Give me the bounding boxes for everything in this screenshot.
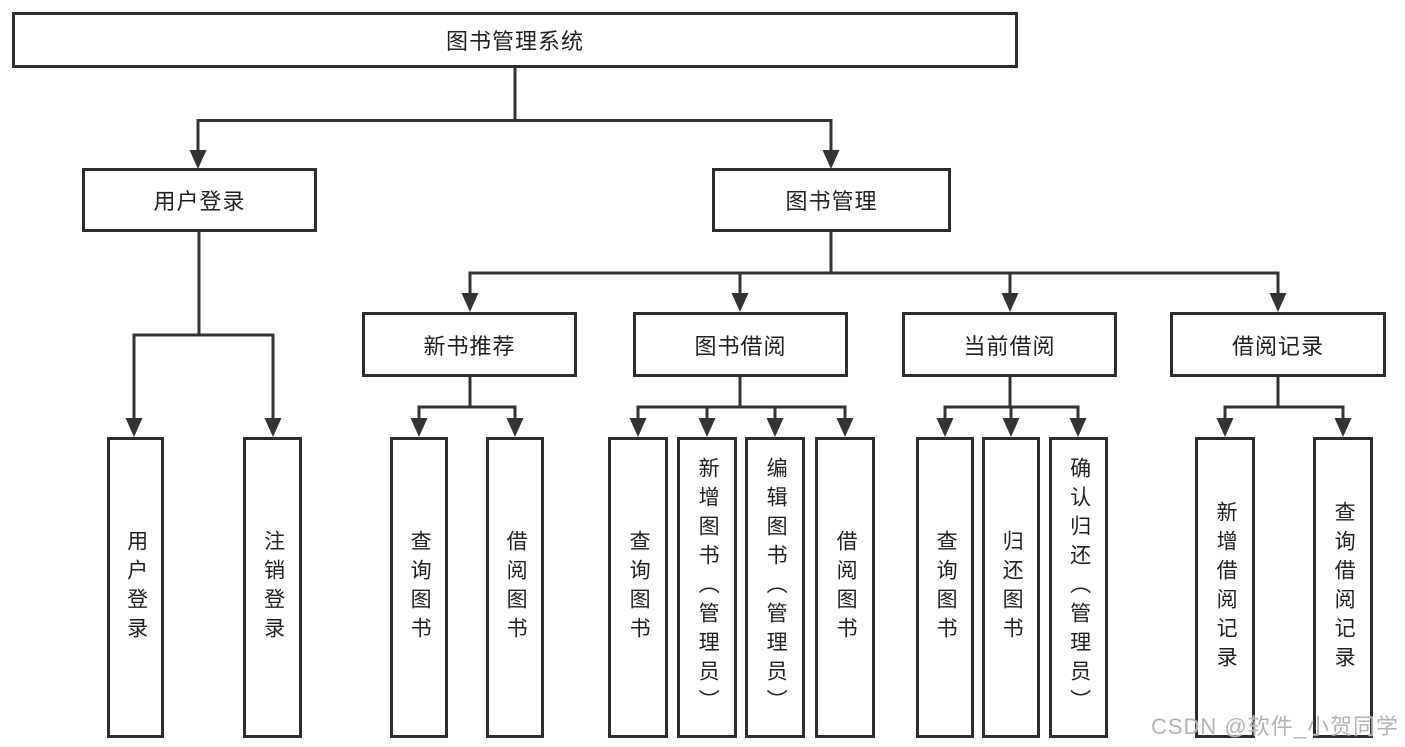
arrowhead	[1216, 418, 1234, 437]
arrowhead	[125, 418, 143, 437]
node-new-book-recommend: 新书推荐	[362, 312, 577, 377]
connector-book-management	[468, 232, 1280, 294]
node-user-login: 用户登录	[82, 168, 317, 232]
leaf-newbook-borrow-books-label: 借阅图书	[504, 529, 528, 646]
arrowhead	[506, 418, 524, 437]
connector-book-borrow	[636, 377, 847, 419]
root-box-library-system: 图书管理系统	[12, 12, 1018, 68]
node-book-management-label: 图书管理	[785, 189, 878, 214]
arrowhead	[836, 418, 854, 437]
leaf-current-query-books-label: 查询图书	[934, 529, 958, 646]
node-book-borrow: 图书借阅	[633, 312, 848, 377]
connector-current-borrow	[943, 377, 1080, 419]
node-book-borrow-label: 图书借阅	[694, 333, 787, 359]
leaf-borrow-query-books: 查询图书	[608, 437, 668, 738]
arrowhead	[731, 293, 749, 312]
leaf-borrow-borrow-books: 借阅图书	[815, 437, 875, 738]
leaf-user-login: 用户登录	[107, 437, 164, 738]
leaf-newbook-query-books: 查询图书	[390, 437, 448, 738]
node-current-borrow: 当前借阅	[902, 312, 1117, 377]
leaf-records-query-record-label: 查询借阅记录	[1332, 500, 1356, 675]
leaf-current-query-books: 查询图书	[916, 437, 974, 738]
connector-lines	[132, 68, 1345, 419]
arrowhead	[822, 150, 840, 169]
csdn-watermark: CSDN @软件_小贺同学	[1150, 714, 1399, 739]
node-book-management: 图书管理	[712, 168, 951, 232]
arrowhead	[189, 150, 207, 169]
connector-user-login	[132, 232, 275, 419]
leaf-current-return-books-label: 归还图书	[1000, 529, 1024, 646]
node-borrow-records-label: 借阅记录	[1231, 333, 1324, 359]
leaf-user-login-label: 用户登录	[124, 529, 148, 646]
leaf-borrow-borrow-books-label: 借阅图书	[834, 529, 858, 646]
arrowhead	[1002, 418, 1020, 437]
leaf-newbook-query-books-label: 查询图书	[408, 529, 432, 646]
arrowhead	[936, 418, 954, 437]
arrowhead	[698, 418, 716, 437]
leaf-newbook-borrow-books: 借阅图书	[486, 437, 544, 738]
leaf-records-add-record-label: 新增借阅记录	[1214, 500, 1238, 675]
leaf-borrow-edit-books-admin-label: 编辑图书（管理员）	[764, 457, 788, 718]
arrowhead	[629, 418, 647, 437]
leaf-borrow-add-books-admin-label: 新增图书（管理员）	[696, 457, 720, 718]
leaf-logout-login: 注销登录	[243, 437, 302, 738]
leaf-current-return-books: 归还图书	[982, 437, 1040, 738]
arrowhead	[1069, 418, 1087, 437]
node-borrow-records: 借阅记录	[1170, 312, 1386, 377]
arrowhead	[1269, 293, 1287, 312]
arrowhead	[264, 418, 282, 437]
root-label: 图书管理系统	[445, 29, 584, 54]
arrowhead	[461, 293, 479, 312]
connector-borrow-records	[1223, 377, 1345, 419]
leaf-records-query-record: 查询借阅记录	[1313, 437, 1373, 738]
leaf-records-add-record: 新增借阅记录	[1195, 437, 1255, 738]
leaf-current-confirm-return-admin-label: 确认归还（管理员）	[1067, 457, 1091, 718]
leaf-logout-login-label: 注销登录	[261, 529, 285, 646]
node-new-book-recommend-label: 新书推荐	[423, 333, 516, 359]
connector-root	[196, 68, 833, 151]
leaf-borrow-add-books-admin: 新增图书（管理员）	[677, 437, 737, 738]
arrowhead	[410, 418, 428, 437]
leaf-borrow-edit-books-admin: 编辑图书（管理员）	[745, 437, 805, 738]
arrowheads	[125, 150, 1352, 437]
connector-new-book	[417, 377, 517, 419]
node-current-borrow-label: 当前借阅	[963, 333, 1056, 359]
leaf-borrow-query-books-label: 查询图书	[627, 529, 651, 646]
arrowhead	[1334, 418, 1352, 437]
arrowhead	[1001, 293, 1019, 312]
leaf-current-confirm-return-admin: 确认归还（管理员）	[1049, 437, 1108, 738]
arrowhead	[766, 418, 784, 437]
node-user-login-label: 用户登录	[153, 189, 246, 214]
